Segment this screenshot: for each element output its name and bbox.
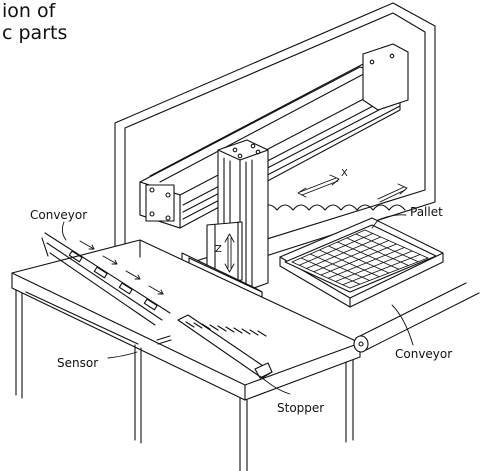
label-conveyor-right: Conveyor — [395, 347, 452, 361]
pallet-grid-line — [320, 243, 397, 276]
gantry-x-beam — [139, 43, 409, 229]
leader-lines — [61, 214, 414, 395]
x-axis-arrow — [297, 174, 340, 198]
label-pallet: Pallet — [410, 205, 443, 219]
pallet-grid — [291, 229, 429, 289]
pallet-grid-line — [364, 229, 429, 259]
pallet-grid-line — [337, 241, 400, 270]
label-stopper: Stopper — [277, 401, 324, 415]
stopper-row — [177, 314, 273, 379]
pallet-grid-line — [335, 250, 413, 282]
z-axis-arrow — [224, 233, 235, 273]
z-axis-column — [206, 139, 269, 294]
label-sensor: Sensor — [57, 356, 98, 370]
left-conveyor — [41, 232, 171, 326]
pallet-grid-line — [342, 254, 421, 286]
pallet-grid-line — [346, 237, 409, 266]
flow-arrows — [79, 240, 164, 295]
pallet-grid-line — [349, 257, 429, 289]
z-axis-label: Z — [215, 244, 222, 255]
pallet-grid-line — [355, 233, 419, 263]
right-conveyor — [353, 282, 480, 353]
label-conveyor-left: Conveyor — [30, 208, 87, 222]
pallet-grid-line — [327, 247, 405, 279]
sensor — [156, 335, 172, 345]
caption-line-2: c parts — [2, 22, 68, 44]
caption-line-1: ion of — [2, 0, 56, 22]
pallet-direction-arrow — [377, 183, 408, 203]
x-axis-label: X — [341, 168, 348, 179]
